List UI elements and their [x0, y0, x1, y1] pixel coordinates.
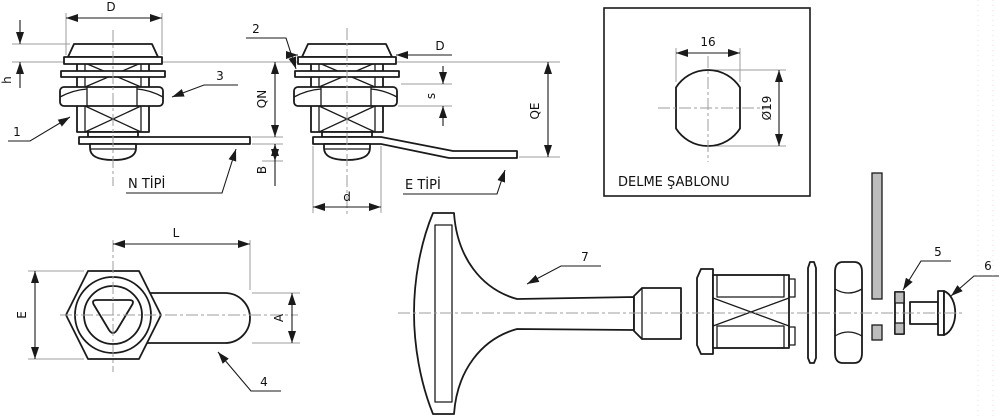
dim-QN: QN — [255, 90, 269, 108]
callout-5: 5 — [934, 245, 942, 259]
callout-7: 7 — [581, 250, 589, 264]
dim-h: h — [0, 76, 14, 84]
dim-D-e: D — [435, 39, 444, 53]
callout-3: 3 — [216, 69, 224, 83]
callout-4: 4 — [260, 375, 268, 389]
dim-d: d — [343, 190, 351, 204]
label-n-type: N TİPİ — [128, 176, 165, 192]
callout-6: 6 — [984, 259, 992, 273]
view-drill-template: 16 Ø19 DELME ŞABLONU — [603, 7, 811, 197]
view-key-top: L E A 4 — [15, 226, 300, 392]
dim-dia19: Ø19 — [760, 96, 774, 121]
hex-nut-n — [59, 86, 164, 107]
dim-16: 16 — [700, 35, 715, 49]
view-e-type: D s QE d 2 E TİPİ — [246, 22, 560, 214]
label-e-type: E TİPİ — [405, 177, 441, 193]
mounting-panel — [871, 172, 883, 341]
dim-E: E — [15, 311, 29, 319]
hex-nut-e — [293, 86, 398, 107]
lock-body-exploded — [696, 268, 796, 355]
template-title: DELME ŞABLONU — [618, 175, 730, 190]
cam-tongue-top — [145, 292, 251, 344]
dim-A: A — [272, 313, 286, 322]
callout-1: 1 — [13, 125, 21, 139]
dim-s: s — [424, 93, 438, 99]
dim-D-n: D — [106, 0, 115, 14]
view-exploded: 7 5 6 — [398, 172, 999, 415]
dim-B: B — [255, 166, 269, 174]
dim-QE: QE — [528, 102, 542, 119]
cam-bar-n — [78, 136, 251, 145]
view-n-type: D h QN B 1 3 N TİPİ — [0, 0, 560, 194]
dim-L: L — [173, 226, 180, 240]
callout-2: 2 — [252, 22, 260, 36]
